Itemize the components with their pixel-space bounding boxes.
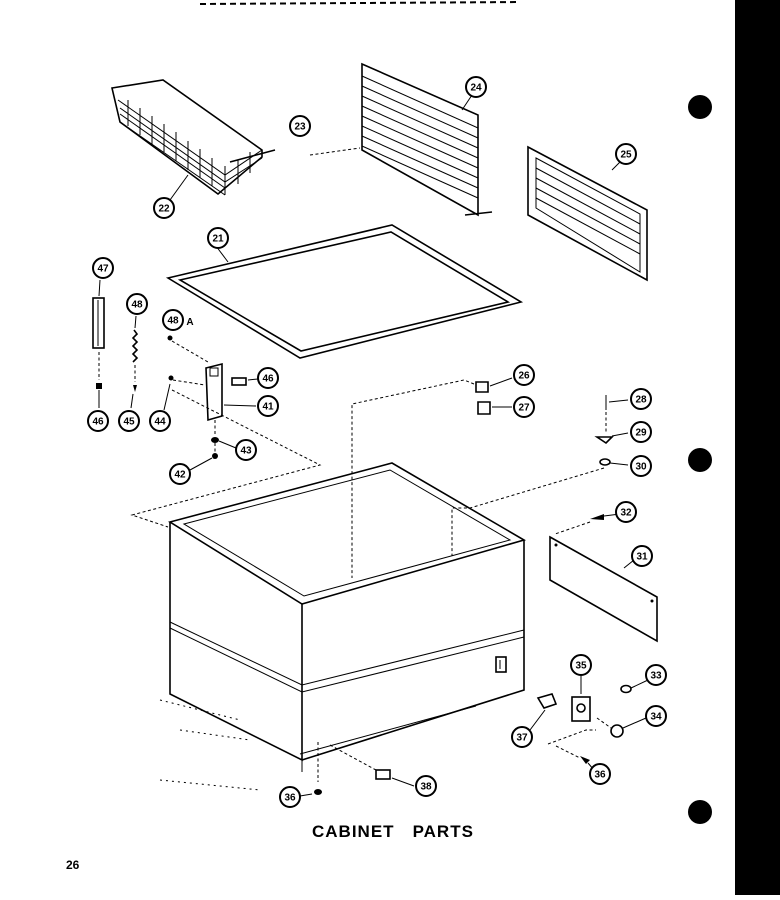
binder-hole-bottom <box>688 800 712 824</box>
callout-43: 43 <box>235 439 257 461</box>
part-thermostat-plate <box>571 696 591 722</box>
callout-24: 24 <box>465 76 487 98</box>
svg-text:29: 29 <box>635 428 647 439</box>
svg-text:32: 32 <box>620 508 632 519</box>
callout-31: 31 <box>631 545 653 567</box>
svg-text:36: 36 <box>284 793 296 804</box>
scan-edge-noise <box>199 1 521 5</box>
part-hinge-bracket <box>205 362 247 422</box>
title-word-2: PARTS <box>412 822 474 841</box>
svg-text:46: 46 <box>92 417 104 428</box>
svg-text:A: A <box>186 317 193 328</box>
part-pin-45 <box>133 385 137 392</box>
part-screw-32 <box>590 514 604 520</box>
part-nut-42 <box>212 453 218 459</box>
svg-text:46: 46 <box>262 374 274 385</box>
callout-48a: 48 A <box>162 309 194 331</box>
scan-binding-edge <box>735 0 780 895</box>
callout-36-right: 36 <box>589 763 611 785</box>
svg-text:45: 45 <box>123 417 135 428</box>
svg-text:47: 47 <box>97 264 109 275</box>
callout-47: 47 <box>92 257 114 279</box>
part-cabinet-body <box>168 462 527 772</box>
binder-hole-middle <box>688 448 712 472</box>
diagram-title: CABINET PARTS <box>312 822 474 842</box>
callout-46-left: 46 <box>87 410 109 432</box>
callout-37: 37 <box>511 726 533 748</box>
callout-42: 42 <box>169 463 191 485</box>
svg-text:28: 28 <box>635 395 647 406</box>
part-lid-gasket <box>165 224 524 359</box>
scan-shadow-noise <box>159 699 261 791</box>
callout-36-bottom: 36 <box>279 786 301 808</box>
svg-text:48: 48 <box>167 316 179 327</box>
page-number: 26 <box>66 858 80 872</box>
part-leveler-36 <box>314 789 322 795</box>
svg-text:21: 21 <box>212 234 224 245</box>
callout-46-right: 46 <box>257 367 279 389</box>
svg-text:22: 22 <box>158 204 170 215</box>
callout-33: 33 <box>645 664 667 686</box>
callout-29: 29 <box>630 421 652 443</box>
binder-hole-top <box>688 95 712 119</box>
svg-text:41: 41 <box>262 402 274 413</box>
part-screw-44 <box>168 375 174 381</box>
title-word-1: CABINET <box>312 822 395 841</box>
callout-30: 30 <box>630 455 652 477</box>
svg-text:33: 33 <box>650 671 662 682</box>
svg-text:36: 36 <box>594 770 606 781</box>
callout-22: 22 <box>153 197 175 219</box>
part-knob-34 <box>610 724 624 738</box>
part-hinge-cover <box>92 297 105 349</box>
svg-text:23: 23 <box>294 122 306 133</box>
callout-27: 27 <box>513 396 535 418</box>
svg-text:31: 31 <box>636 552 648 563</box>
svg-text:26: 26 <box>518 371 530 382</box>
part-washer-43 <box>211 437 219 443</box>
svg-text:38: 38 <box>420 782 432 793</box>
callout-25: 25 <box>615 143 637 165</box>
part-screw-46 <box>96 383 102 389</box>
callout-35: 35 <box>570 654 592 676</box>
svg-text:30: 30 <box>635 462 647 473</box>
part-access-panel <box>549 535 658 643</box>
callout-48: 48 <box>126 293 148 315</box>
svg-text:35: 35 <box>575 661 587 672</box>
part-evaporator-panel <box>527 145 648 282</box>
svg-text:37: 37 <box>516 733 528 744</box>
part-divider-rack <box>361 62 493 217</box>
part-clip-27 <box>477 401 491 415</box>
svg-text:42: 42 <box>174 470 186 481</box>
callout-41: 41 <box>257 395 279 417</box>
svg-text:25: 25 <box>620 150 632 161</box>
callout-21: 21 <box>207 227 229 249</box>
part-cord-clip-37 <box>536 693 558 709</box>
svg-text:43: 43 <box>240 446 252 457</box>
part-rivet-48a <box>167 335 173 341</box>
svg-text:48: 48 <box>131 300 143 311</box>
svg-text:24: 24 <box>470 83 482 94</box>
callout-44: 44 <box>149 410 171 432</box>
callout-45: 45 <box>118 410 140 432</box>
svg-text:44: 44 <box>154 417 166 428</box>
callout-23: 23 <box>289 115 311 137</box>
callout-38: 38 <box>415 775 437 797</box>
svg-text:27: 27 <box>518 403 530 414</box>
svg-text:34: 34 <box>650 712 662 723</box>
part-spring <box>131 329 139 363</box>
part-wire-basket <box>111 79 276 196</box>
callout-26: 26 <box>513 364 535 386</box>
callout-28: 28 <box>630 388 652 410</box>
part-grommet-33 <box>620 684 632 694</box>
callout-32: 32 <box>615 501 637 523</box>
callout-34: 34 <box>645 705 667 727</box>
part-screw-36 <box>580 756 590 764</box>
part-clip-26 <box>475 381 489 393</box>
part-plug-38 <box>375 769 391 780</box>
